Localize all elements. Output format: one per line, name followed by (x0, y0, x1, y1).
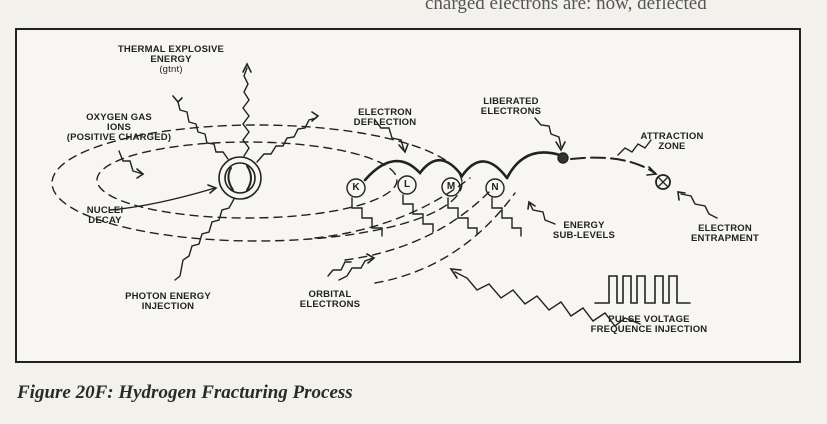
deflection-arc (363, 158, 509, 182)
energy-pointer (529, 203, 556, 225)
ray-down (174, 198, 235, 281)
shell-k-circle (346, 178, 366, 198)
pulse-pointer (454, 271, 641, 327)
shell-m-circle (441, 177, 461, 197)
inner-orbit-ellipse (96, 141, 398, 219)
shell-k-label: K (352, 182, 360, 193)
photon-injection-label: PHOTON ENERGY INJECTION (125, 291, 211, 312)
sublevel-m (447, 197, 478, 235)
orbital-arc-3 (374, 192, 516, 284)
orbital-electrons-label: ORBITAL ELECTRONS (299, 289, 361, 310)
sublevel-k (351, 197, 383, 237)
pulse-voltage-label: PULSE VOLTAGE FREQUENCE INJECTION (590, 314, 708, 335)
nucleus-icon (218, 156, 262, 200)
thermal-energy-label: THERMAL EXPLOSIVE ENERGY (gtnt) (117, 44, 225, 75)
liberated-pointer (534, 117, 562, 148)
ray-up-right (256, 117, 317, 163)
shell-n-label: N (491, 182, 499, 193)
liberation-arc (505, 151, 565, 180)
sublevel-l (402, 194, 434, 233)
figure-caption: Figure 20F: Hydrogen Fracturing Process (17, 382, 353, 403)
pulse-waveform-icon (594, 275, 691, 304)
oxygen-pointer (118, 150, 144, 175)
attraction-pointer (617, 139, 652, 156)
energy-sublevels-label: ENERGY SUB-LEVELS (552, 220, 616, 241)
shell-l-label: L (403, 179, 411, 190)
orbital-pointer-1 (327, 261, 352, 277)
nuclei-pointer (109, 187, 216, 211)
ray-up (242, 67, 250, 157)
deflection-pointer (374, 119, 405, 151)
electron-deflection-label: ELECTRON DEFLECTION (353, 107, 417, 128)
shell-n-circle (485, 178, 505, 198)
oxygen-ions-label: OXYGEN GAS IONS (POSITIVE CHARGED) (66, 112, 172, 143)
hydrogen-fracturing-diagram (51, 62, 718, 327)
electron-entrapment-label: ELECTRON ENTRAPMENT (691, 223, 759, 244)
orbital-pointer-2 (338, 257, 374, 281)
shell-l-circle (397, 175, 417, 195)
figure-frame (15, 28, 801, 363)
nuclei-decay-label: NUCLEI DECAY (86, 205, 124, 226)
orbital-arc-2 (344, 187, 494, 261)
entrapment-pointer (680, 193, 718, 219)
orbital-arc-1 (314, 177, 471, 239)
attraction-zone-label: ATTRACTION ZONE (640, 131, 704, 152)
outer-orbit-ellipse (51, 124, 463, 242)
preceding-body-text: charged electrons are: now, deflected (425, 0, 707, 14)
shell-m-label: M (446, 181, 456, 192)
sublevel-n (491, 197, 522, 237)
travel-arc (570, 156, 656, 174)
liberated-electron (557, 152, 569, 164)
liberated-electrons-label: LIBERATED ELECTRONS (480, 96, 542, 117)
ray-up-left (177, 101, 229, 160)
